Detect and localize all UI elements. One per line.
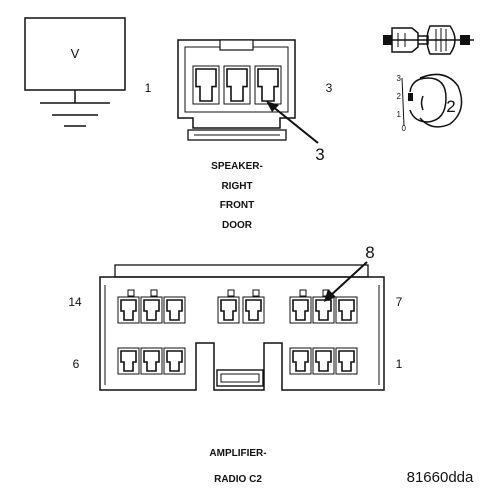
speaker-pin-right-label: 3 <box>326 81 333 95</box>
amp-cavity-bottom <box>163 347 186 375</box>
terminal-probe-icon <box>383 25 474 55</box>
amp-pin-7-label: 7 <box>396 295 403 309</box>
amp-latch-tab <box>150 289 158 297</box>
ground-icon <box>40 102 110 127</box>
amplifier-pin-cavities <box>117 289 358 375</box>
amp-latch-tab <box>227 289 235 297</box>
speaker-caption-line-3: FRONT <box>220 200 254 211</box>
amp-cavity-top <box>117 296 140 324</box>
voltmeter-label: V <box>71 46 80 61</box>
amplifier-connector <box>99 264 385 391</box>
amp-caption: AMPLIFIER- RADIO C2 <box>209 448 266 485</box>
amp-cavity-top <box>217 296 240 324</box>
probe-callout-number: 2 <box>446 97 455 116</box>
amp-latch-tab <box>252 289 260 297</box>
amp-cavity-top <box>335 296 358 324</box>
amp-caption-line-2: RADIO C2 <box>214 474 262 485</box>
amp-cavity-top <box>289 296 312 324</box>
speaker-callout-number: 3 <box>315 145 324 164</box>
amp-callout-arrow <box>324 261 368 302</box>
speaker-caption-line-4: DOOR <box>222 220 253 231</box>
amp-cavity-top <box>242 296 265 324</box>
amp-cavity-top <box>140 296 163 324</box>
amp-caption-line-1: AMPLIFIER- <box>209 448 266 459</box>
amp-callout-number: 8 <box>365 243 374 262</box>
probe-position-3: 3 <box>397 74 402 83</box>
amp-cavity-bottom <box>312 347 335 375</box>
amp-cavity-top <box>163 296 186 324</box>
probe-position-2: 2 <box>397 92 402 101</box>
speaker-caption-line-1: SPEAKER- <box>211 161 263 172</box>
speaker-cavity <box>254 65 282 105</box>
speaker-caption: SPEAKER- RIGHT FRONT DOOR <box>211 161 263 231</box>
speaker-cavity <box>223 65 251 105</box>
voltmeter-symbol: V <box>24 17 126 127</box>
speaker-cavity <box>192 65 220 105</box>
speaker-connector <box>177 39 296 141</box>
amp-pin-14-label: 14 <box>68 295 82 309</box>
speaker-pin-left-label: 1 <box>145 81 152 95</box>
amp-pin-6-label: 6 <box>73 357 80 371</box>
probe-position-0: 0 <box>402 124 407 133</box>
amp-pin-1-label: 1 <box>396 357 403 371</box>
amp-cavity-bottom <box>140 347 163 375</box>
amp-latch-tab <box>299 289 307 297</box>
figure-id: 81660dda <box>407 469 474 486</box>
amp-cavity-bottom <box>289 347 312 375</box>
speaker-callout-arrow <box>266 101 319 144</box>
speaker-pin-cavities <box>192 65 282 105</box>
probe-position-1: 1 <box>397 110 402 119</box>
amp-cavity-top <box>312 296 335 324</box>
amp-latch-tab <box>127 289 135 297</box>
speaker-caption-line-2: RIGHT <box>221 181 252 192</box>
probe-size-icon <box>401 73 463 128</box>
amp-cavity-bottom <box>117 347 140 375</box>
amp-cavity-bottom <box>335 347 358 375</box>
